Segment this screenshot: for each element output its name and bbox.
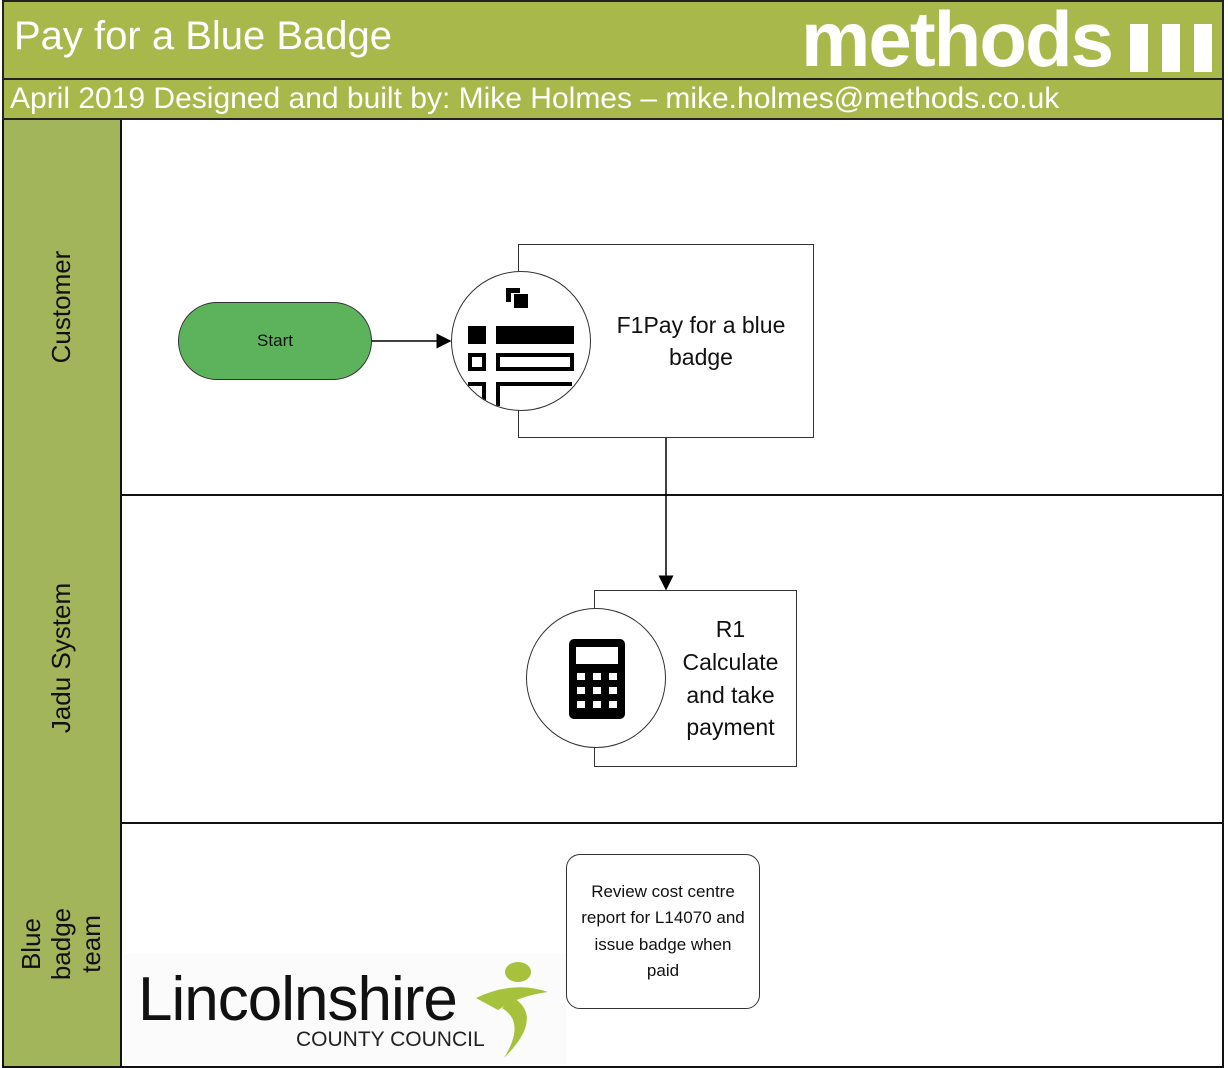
form-icon: [451, 271, 591, 411]
logo-sub: COUNTY COUNCIL: [296, 1028, 485, 1051]
page-title: Pay for a Blue Badge: [14, 14, 393, 58]
lane-customer: Customer: [2, 120, 1224, 496]
lane-jadu-system: Jadu System: [2, 494, 1224, 824]
start-node[interactable]: Start: [178, 302, 372, 380]
header-subtitle: April 2019 Designed and built by: Mike H…: [2, 78, 1224, 120]
methods-logo: methods: [800, 0, 1114, 85]
lane-blue-badge-team: Blue badge team: [2, 822, 1224, 1068]
review-task-box[interactable]: Review cost centre report for L14070 and…: [566, 854, 760, 1009]
f1-label: F1Pay for a blue badge: [616, 311, 786, 370]
start-label: Start: [257, 331, 293, 350]
logo-figure-icon: [476, 962, 548, 1058]
calculator-icon: [526, 608, 666, 748]
logo-name: Lincolnshire: [138, 965, 458, 1034]
lincolnshire-logo: Lincolnshire COUNTY COUNCIL: [124, 954, 566, 1064]
r1-label: R1 Calculate and take payment: [682, 616, 779, 741]
methods-logo-text: methods: [800, 0, 1114, 83]
methods-bars-icon: [1130, 24, 1212, 72]
header-title-bar: Pay for a Blue Badge methods: [2, 0, 1224, 83]
r1-process-box[interactable]: R1 Calculate and take payment: [594, 590, 797, 767]
review-label: Review cost centre report for L14070 and…: [581, 881, 745, 980]
